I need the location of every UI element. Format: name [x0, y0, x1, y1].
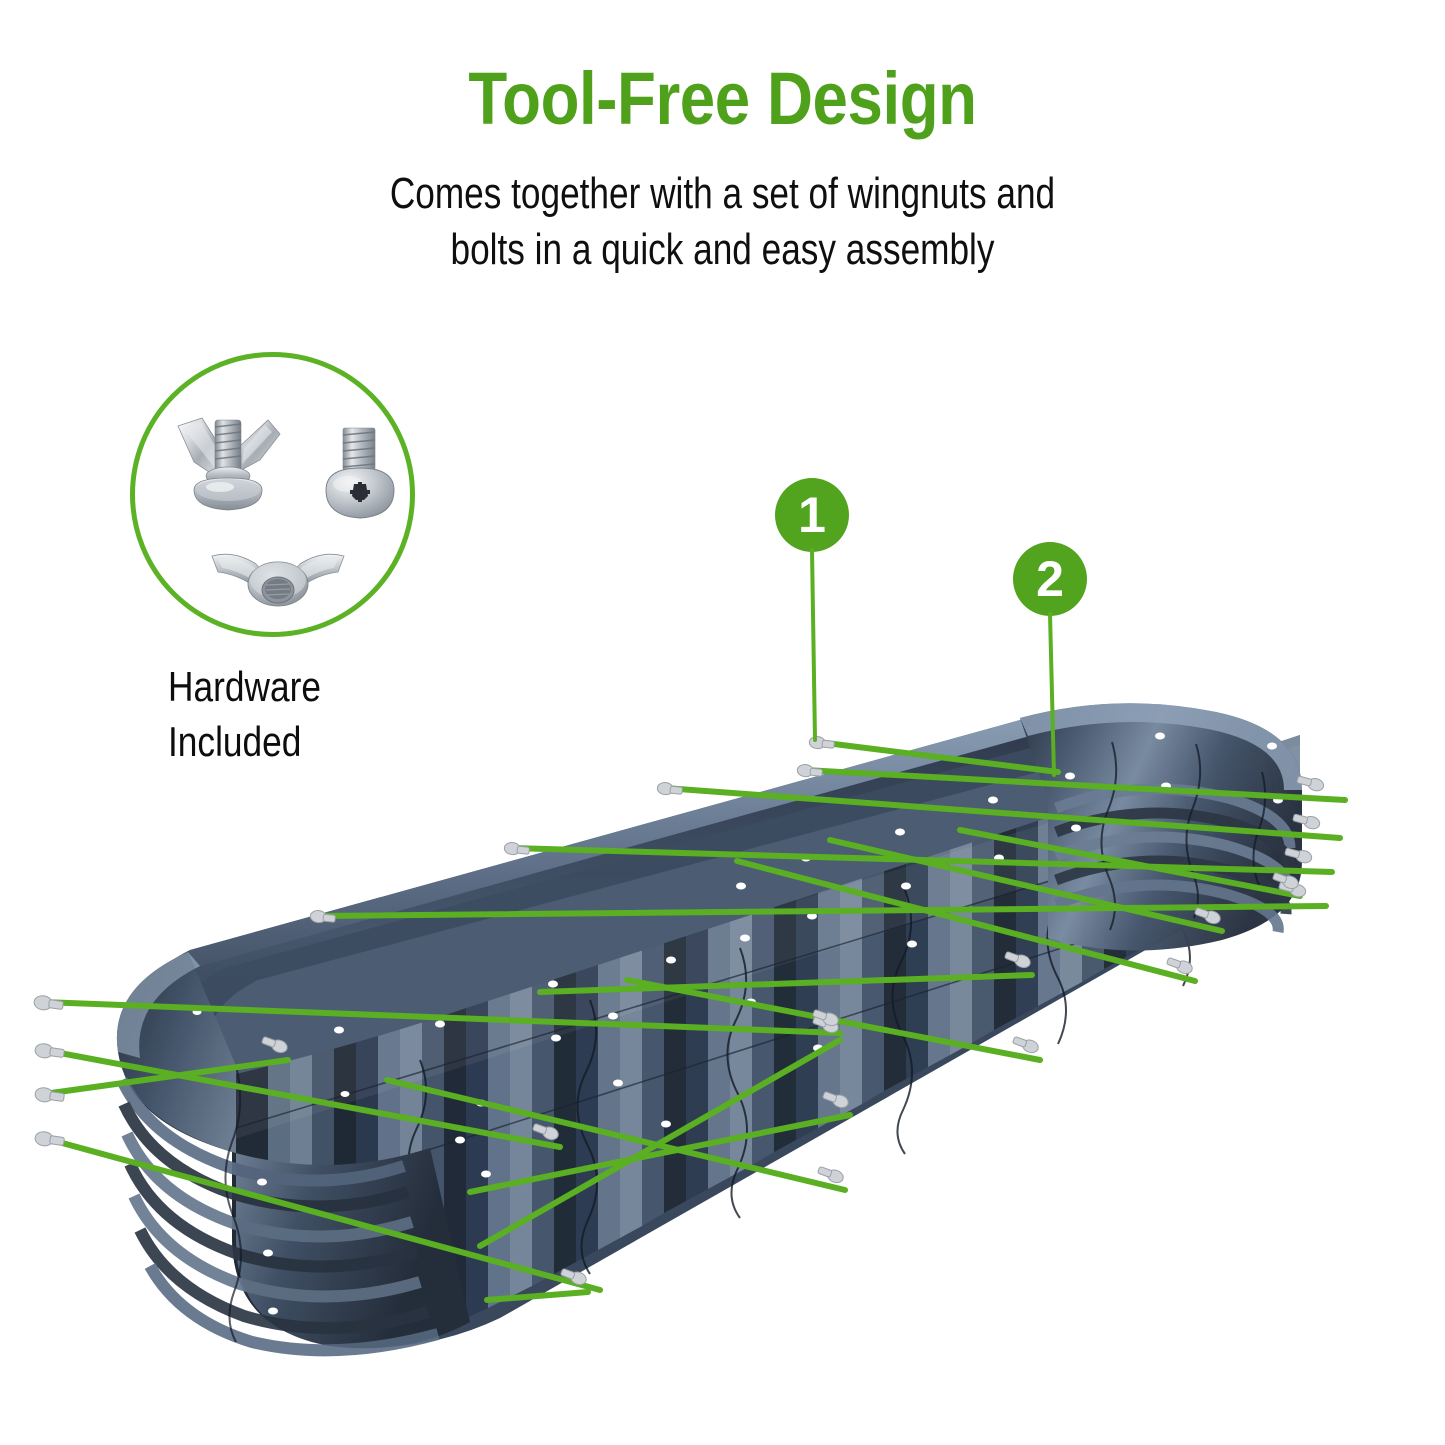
- raised-garden-bed: [116, 703, 1302, 1357]
- page-subtitle: Comes together with a set of wingnuts an…: [145, 166, 1301, 279]
- wingnut-icon: [211, 553, 345, 607]
- panel-seams: [235, 804, 1301, 1211]
- header: Tool-Free Design Comes together with a s…: [0, 62, 1445, 279]
- phillips-bolt-icon: [325, 427, 395, 519]
- wingnut-on-bolt-icon: [177, 417, 281, 511]
- hardware-included-badge: [130, 352, 415, 637]
- page-title: Tool-Free Design: [468, 57, 977, 140]
- subtitle-line-1: Comes together with a set of wingnuts an…: [389, 169, 1056, 218]
- callout-badge-1[interactable]: 1: [775, 478, 849, 552]
- bed-right-cap: [1020, 703, 1302, 951]
- bolt-holes: [192, 732, 1283, 1315]
- bed-interior: [119, 704, 1300, 1166]
- callout-badge-2[interactable]: 2: [1013, 542, 1087, 616]
- module-joints: [407, 763, 1275, 1275]
- hardware-caption-line-1: Hardware: [168, 663, 321, 710]
- badge-ring: [130, 352, 415, 637]
- bed-front-panel: [232, 735, 1300, 1348]
- bed-left-cap: [116, 952, 470, 1357]
- hardware-caption-line-2: Included: [168, 717, 302, 765]
- hardware-caption: Hardware Included: [168, 660, 321, 769]
- exploded-bolts: [33, 736, 1325, 1286]
- subtitle-line-2: bolts in a quick and easy assembly: [450, 225, 995, 275]
